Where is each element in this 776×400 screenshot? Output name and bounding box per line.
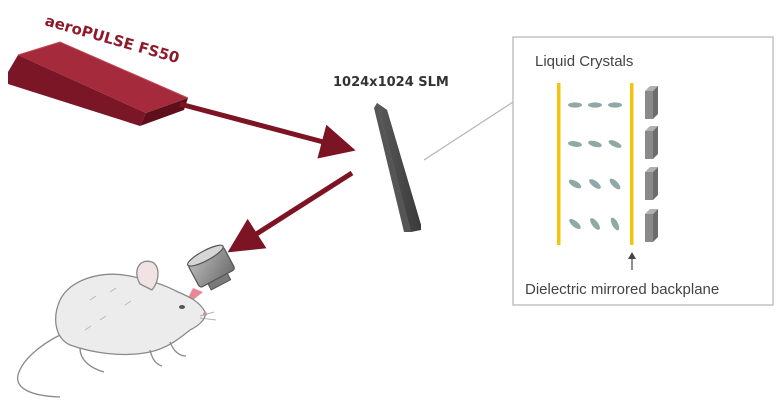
callout-line xyxy=(423,101,514,161)
liquid-crystals-label: Liquid Crystals xyxy=(535,53,633,70)
beam-to-mouse xyxy=(227,170,354,253)
backplane-blocks xyxy=(645,86,658,242)
electrode-right xyxy=(630,83,634,245)
liquid-crystal-molecules xyxy=(568,102,622,231)
backplane-label: Dielectric mirrored backplane xyxy=(525,281,719,298)
backplane-pointer-arrow xyxy=(628,252,636,270)
mouse-illustration xyxy=(17,260,217,398)
slm-label: 1024x1024 SLM xyxy=(333,75,449,90)
laser-box-icon xyxy=(8,41,189,126)
objective-lens-icon xyxy=(187,244,235,291)
beam-to-slm xyxy=(179,101,356,159)
inset-panel xyxy=(512,36,774,306)
electrode-left xyxy=(557,83,561,245)
slm-panel-icon xyxy=(374,103,421,232)
